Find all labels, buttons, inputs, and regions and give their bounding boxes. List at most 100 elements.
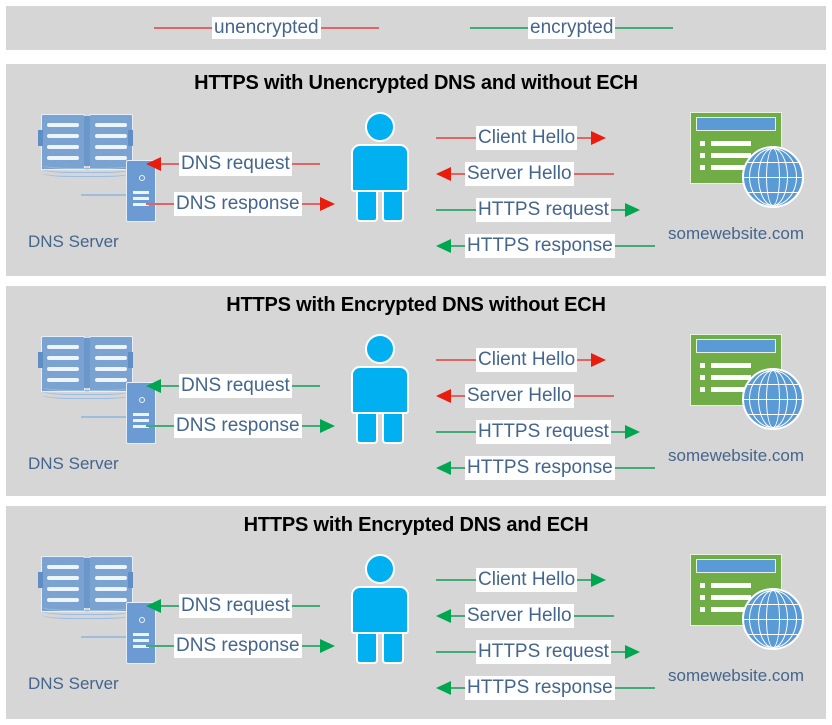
message-line [451, 173, 465, 175]
list-line [711, 595, 751, 600]
book-text-line [47, 565, 79, 569]
legend-line-right-encrypted [615, 27, 674, 29]
server-slot [133, 425, 149, 428]
message-dns-request: DNS request [146, 374, 356, 398]
person-icon [351, 334, 409, 444]
book-text-line [47, 598, 79, 602]
book-icon [38, 112, 133, 177]
legend-line-left-unencrypted [154, 27, 212, 29]
browser-title-bar [696, 339, 776, 353]
browser-title-bar [696, 117, 776, 131]
person-body [351, 366, 409, 414]
message-https-request: HTTPS request [436, 420, 661, 444]
dns-server-icon [36, 112, 166, 222]
server-connection-line [81, 416, 129, 418]
globe-icon [742, 368, 804, 430]
legend-line-left-encrypted [470, 27, 528, 29]
arrowhead-left [436, 239, 451, 253]
list-bullet [700, 595, 705, 600]
message-line [614, 467, 655, 469]
message-label: HTTPS request [476, 420, 611, 444]
dns-server-label: DNS Server [28, 674, 119, 693]
book-text-line [47, 123, 79, 127]
person-leg [356, 412, 378, 444]
message-https-request: HTTPS request [436, 640, 661, 664]
book-text-line [95, 345, 127, 349]
globe-icon [742, 588, 804, 650]
dns-server-label: DNS Server [28, 454, 119, 473]
message-dns-request: DNS request [146, 594, 356, 618]
message-label: Client Hello [476, 126, 578, 150]
message-https-request: HTTPS request [436, 198, 661, 222]
message-label: Server Hello [465, 384, 574, 408]
book-text-line [95, 565, 127, 569]
message-label: HTTPS response [465, 456, 615, 480]
person-leg [382, 632, 404, 664]
message-https-response: HTTPS response [436, 234, 661, 258]
message-line [614, 687, 655, 689]
message-line [436, 579, 476, 581]
message-label: DNS response [174, 634, 302, 658]
book-clasp [38, 572, 43, 588]
arrowhead-right [624, 203, 640, 217]
server-slot [133, 197, 149, 200]
server-power-dot [139, 175, 145, 181]
message-line [577, 579, 592, 581]
book-clasp [38, 352, 43, 368]
globe-parallel [744, 177, 802, 178]
arrowhead-right [591, 353, 607, 367]
message-line [301, 645, 320, 647]
list-line [711, 387, 751, 392]
book-text-line [47, 134, 79, 138]
book-text-line [47, 587, 79, 591]
book-text-line [47, 367, 79, 371]
message-line [573, 615, 614, 617]
list-bullet [700, 165, 705, 170]
person-head [365, 334, 395, 364]
globe-parallel [744, 414, 802, 415]
person-leg [356, 632, 378, 664]
list-line [711, 607, 751, 612]
list-bullet [700, 153, 705, 158]
person-body [351, 144, 409, 192]
message-https-response: HTTPS response [436, 456, 661, 480]
server-slot [133, 413, 149, 416]
arrowhead-left [436, 609, 451, 623]
book-spine [84, 558, 90, 608]
message-label: DNS response [174, 192, 302, 216]
message-label: Client Hello [476, 348, 578, 372]
message-label: Server Hello [465, 162, 574, 186]
book-text-line [47, 156, 79, 160]
list-line [711, 583, 751, 588]
message-line [161, 385, 179, 387]
message-line [436, 651, 476, 653]
server-power-dot [139, 397, 145, 403]
website-globe-icon [682, 330, 804, 440]
book-text-line [47, 378, 79, 382]
person-icon [351, 112, 409, 222]
message-line [573, 173, 614, 175]
website-label: somewebsite.com [668, 666, 805, 685]
panel-title: HTTPS with Encrypted DNS without ECH [226, 294, 606, 316]
website-label: somewebsite.com [668, 224, 805, 243]
browser-title-bar [696, 559, 776, 573]
arrowhead-left [146, 379, 161, 393]
book-text-line [95, 356, 127, 360]
website-globe-icon [682, 550, 804, 660]
message-dns-response: DNS response [146, 634, 356, 658]
message-server-hello: Server Hello [436, 162, 661, 186]
list-bullet [700, 583, 705, 588]
server-slot [133, 191, 149, 194]
server-slot [133, 419, 149, 422]
list-bullet [700, 141, 705, 146]
book-text-line [95, 576, 127, 580]
globe-parallel [744, 192, 802, 193]
message-label: DNS request [179, 152, 292, 176]
arrowhead-left [146, 599, 161, 613]
list-bullet [700, 363, 705, 368]
server-connection-line [81, 194, 129, 196]
message-line [161, 605, 179, 607]
message-line [436, 209, 476, 211]
book-text-line [95, 145, 127, 149]
